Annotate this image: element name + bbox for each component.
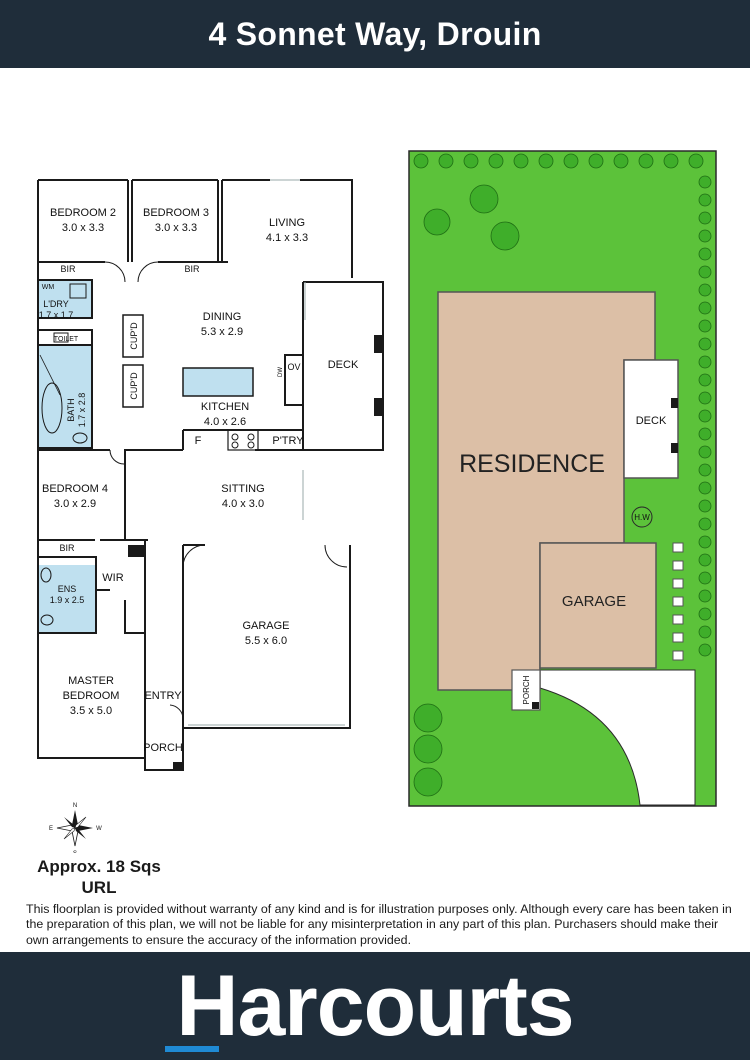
room-size-master: 3.5 x 5.0 [70,705,112,717]
bir-label-bedroom-2: BIR [60,264,76,274]
bir-label-bedroom-4: BIR [59,543,75,553]
header-bar: 4 Sonnet Way, Drouin [0,0,750,68]
room-name-living: LIVING [269,217,305,229]
area-size: Approx. 18 Sqs [37,857,161,876]
floor-plan [37,179,384,771]
room-name-garage: GARAGE [242,620,289,632]
dishwasher-label: DW [278,367,284,377]
floor-porch-label: PORCH [143,742,183,754]
bath-label: BATH [66,398,76,421]
room-name-kitchen: KITCHEN [201,401,249,413]
site-deck-label: DECK [636,415,667,427]
pantry-label: P'TRY [272,435,304,447]
disclaimer-text: This floorplan is provided without warra… [26,902,732,947]
room-size-ensuite: 1.9 x 2.5 [50,595,85,605]
compass-north-label: N [73,803,77,809]
room-name-dining: DINING [203,311,242,323]
cupboard-label-1: CUP'D [129,322,139,350]
harcourts-logo: Harcourts [176,958,574,1054]
compass-west-label: W [96,826,102,832]
oven-label: OV [287,362,300,372]
room-size-bedroom-3: 3.0 x 3.3 [155,222,197,234]
room-name-master: MASTER [68,675,114,687]
wm-label: WM [42,284,55,291]
room-name-sitting: SITTING [221,483,264,495]
room-size-laundry: 1.7 x 1.7 [39,310,74,320]
room-size-bedroom-4: 3.0 x 2.9 [54,498,96,510]
room-name-bedroom-4: BEDROOM 4 [42,483,108,495]
room-name-laundry: L'DRY [43,299,69,309]
area-url: URL [81,878,117,897]
compass-east-label: E [49,826,53,832]
entry-label: ENTRY [144,690,182,702]
compass-rose: N S E W [49,803,102,853]
room-name-bedroom-3: BEDROOM 3 [143,207,209,219]
room-size-dining: 5.3 x 2.9 [201,326,243,338]
footer-bar: Harcourts [0,952,750,1060]
site-porch-label: PORCH [522,675,531,704]
room-name-ensuite: ENS [58,584,77,594]
property-address-title: 4 Sonnet Way, Drouin [208,15,542,52]
cupboard-label-2: CUP'D [129,372,139,400]
toilet-label: TOILET [54,336,79,343]
room-size-kitchen: 4.0 x 2.6 [204,416,246,428]
site-plan-labels: RESIDENCE DECK GARAGE H.W PORCH [459,415,667,704]
room-size-garage: 5.5 x 6.0 [245,635,287,647]
logo-accent-bar [165,1046,219,1052]
floor-plan-labels: BEDROOM 2 3.0 x 3.3 BEDROOM 3 3.0 x 3.3 … [39,207,359,754]
wir-label: WIR [102,572,123,584]
hot-water-label: H.W [634,513,650,522]
site-plan [408,150,717,807]
room-name-master-line2: BEDROOM [63,690,120,702]
bath-size: 1.7 x 2.8 [77,393,87,428]
room-size-sitting: 4.0 x 3.0 [222,498,264,510]
residence-label: RESIDENCE [459,450,605,478]
room-name-bedroom-2: BEDROOM 2 [50,207,116,219]
plans-canvas: BEDROOM 2 3.0 x 3.3 BEDROOM 3 3.0 x 3.3 … [37,150,717,853]
room-size-bedroom-2: 3.0 x 3.3 [62,222,104,234]
bir-label-bedroom-3: BIR [184,264,200,274]
compass-south-label: S [73,851,77,853]
site-garage-label: GARAGE [562,593,626,610]
room-size-living: 4.1 x 3.3 [266,232,308,244]
fridge-label: F [195,435,202,447]
room-name-deck: DECK [328,359,359,371]
area-summary: Approx. 18 Sqs URL [34,856,164,898]
